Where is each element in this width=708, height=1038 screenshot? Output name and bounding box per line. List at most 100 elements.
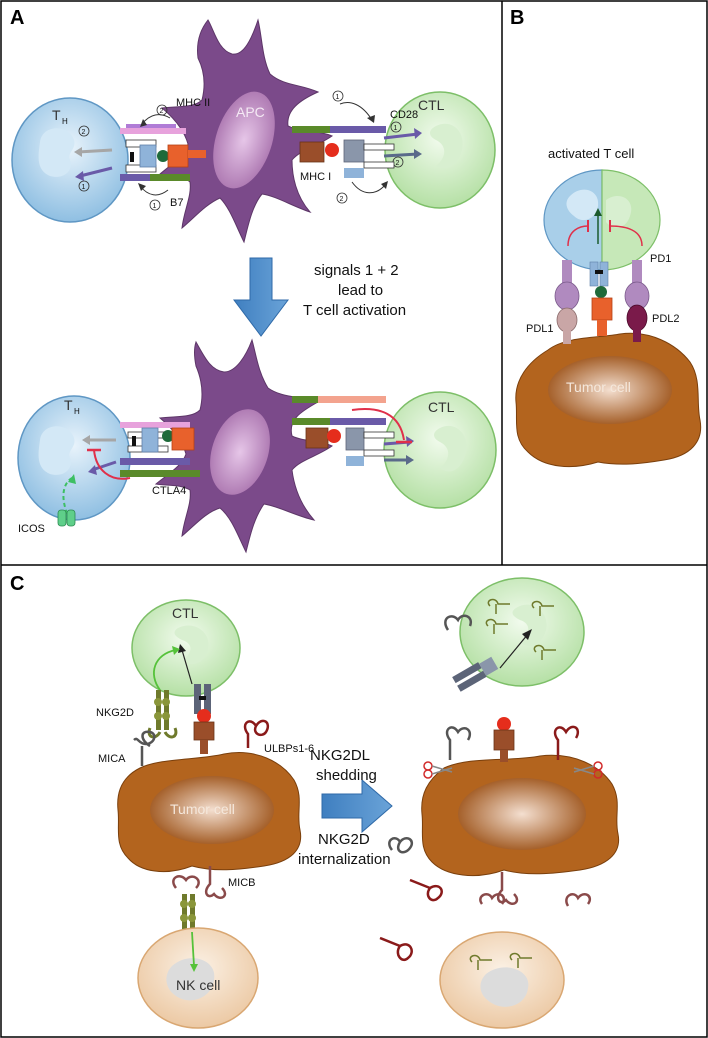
nk-signal-head [190, 964, 198, 972]
pd1-left [554, 281, 580, 311]
shed-ligand-4 [565, 893, 592, 907]
cd28-sig-circle [332, 90, 344, 102]
pd1-label: PD1 [650, 253, 671, 265]
mhc2-pink-bottom [120, 422, 190, 428]
mhc1-sig-num: 2 [340, 196, 344, 203]
mhc1-sig-circle [336, 192, 348, 204]
mhc1-c [193, 721, 215, 741]
tumor-nucleus-b [548, 356, 672, 424]
ctl-label-top: CTL [418, 97, 445, 113]
ctl-membrane-line1 [363, 143, 395, 151]
tcr-black-mark [130, 152, 134, 162]
nk-nucleus [166, 958, 215, 1001]
peptide-red-top [325, 143, 339, 157]
th-gray-arrow-top [77, 148, 113, 154]
mhc2-pink-upper [120, 128, 186, 134]
th-nucleus-bottom [38, 426, 75, 475]
ctl-c-arrowhead [178, 644, 186, 653]
nk-nucleus-right [480, 967, 529, 1007]
ctl-nucleus-top [430, 123, 463, 169]
th-sig2-num: 2 [82, 129, 86, 136]
ulbps-label: ULBPs1-6 [264, 743, 314, 755]
apc-nucleus-bottom [210, 409, 270, 495]
panel-a-top: APC T H 2 1 MHC II B7 2 1 [11, 18, 496, 244]
ctl-cell-c [131, 599, 241, 697]
pdl1-label: PDL1 [526, 323, 554, 335]
ctl-c-arrow [181, 649, 193, 685]
th-purple-arrow-top [79, 166, 113, 178]
pd1-stem-right [632, 260, 642, 288]
mhc2-stem [188, 150, 206, 158]
mhc1-c-right-stem [500, 750, 508, 762]
ctl-label-bottom: CTL [428, 399, 455, 415]
b7-th-top [150, 174, 190, 181]
pdl2-label: PDL2 [652, 313, 680, 325]
ctl-sig1-circle [390, 121, 402, 133]
peptide-green [157, 150, 169, 162]
internalized-nkg2d [485, 598, 556, 660]
activated-tcell-left [543, 169, 603, 271]
peptide-red-c-right [497, 717, 511, 731]
shedding-arrow [321, 778, 393, 834]
apc-nucleus-top [213, 91, 275, 189]
th-purple-arrowhead-bottom [88, 465, 97, 475]
activation-arrow [233, 257, 289, 337]
ctl-c-right-arrowhead [522, 629, 532, 640]
ctl-gray-arrowhead-bottom [406, 455, 414, 465]
nkg2d-label: NKG2D [96, 707, 134, 719]
cd28-ctl-top [330, 126, 386, 133]
pdl2-inhibition [609, 225, 643, 247]
th-label: T [52, 107, 61, 123]
shed-mica-1 [444, 614, 473, 631]
panel-c: CTL NKG2D MICA ULBPs1-6 T [96, 577, 620, 1029]
nkg2d-signal-head-c [172, 646, 180, 655]
ctl-inhibition [351, 408, 405, 441]
ctl-gray-arrow-top [383, 152, 419, 158]
activated-tcell-nucleus-right [606, 195, 632, 228]
cd8-ctl-top [344, 168, 364, 178]
shedding-text-3: NKG2D [318, 831, 370, 848]
panel-c-label: C [10, 573, 24, 595]
ctl-purple-arrow-top [383, 132, 419, 140]
th-purple-arrowhead-top [75, 171, 84, 181]
peptide-red-bottom [327, 429, 341, 443]
activation-text-3: T cell activation [303, 302, 406, 319]
curve-arrow-mhc1 [351, 181, 387, 194]
mhc2-bottom [171, 427, 195, 451]
mhc-b [591, 297, 613, 321]
ulbp-c-right [553, 725, 580, 760]
tumor-nucleus-c-left [150, 776, 274, 844]
panel-b-label: B [510, 7, 524, 29]
ctl-sig2-num: 2 [396, 160, 400, 167]
shedding-text-2: shedding [316, 767, 377, 784]
ctl-sig1-num: 1 [394, 125, 398, 132]
ctla4-label: CTLA4 [152, 485, 186, 497]
mhc1-c-right [493, 729, 515, 751]
peptide-green-bottom [162, 430, 174, 442]
ctl-b-membrane1 [363, 431, 395, 439]
activation-text-2: lead to [338, 282, 383, 299]
mhc-b-stem [597, 320, 607, 336]
mica-ligand [133, 730, 156, 766]
tcr-c-left [194, 684, 201, 714]
b7-ctl-bottom2 [292, 418, 336, 425]
curve-arrowhead-cd28 [367, 115, 375, 123]
th-gray-arrowhead-bottom [82, 435, 90, 445]
pdl1-stem [563, 330, 571, 344]
panel-b: Tumor cell activated T cell PDL1 PD1 PDL [515, 146, 702, 468]
shedding-text-4: internalization [298, 851, 391, 868]
mhc1-label: MHC I [300, 171, 331, 183]
th-gray-arrowhead-top [74, 147, 82, 157]
micb-c-right [496, 872, 519, 905]
internalized-nkg2d-nk [469, 952, 532, 970]
pdl2-stem [633, 328, 641, 342]
tumor-nucleus-c-right [458, 778, 586, 850]
cd28-sig-num: 1 [336, 94, 340, 101]
ctl-membrane-line2 [363, 161, 395, 169]
tcr-ctl-bottom [345, 427, 365, 451]
mhc2-label: MHC II [176, 97, 210, 109]
nkg2d-signal-c [153, 649, 177, 691]
activated-tcell-arrowhead [594, 208, 602, 216]
